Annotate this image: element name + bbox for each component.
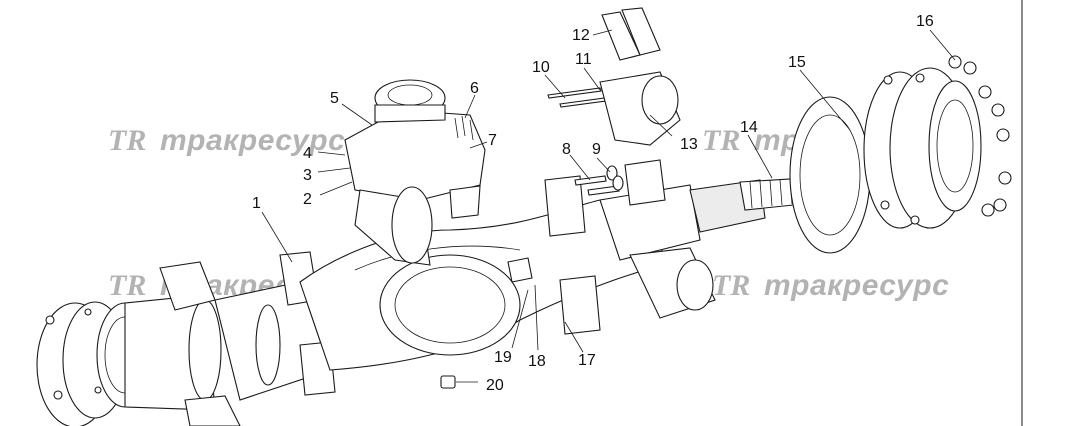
- brake-drum: [789, 96, 871, 254]
- callout-1: 1: [252, 195, 261, 212]
- callout-6: 6: [470, 80, 479, 97]
- callout-4: 4: [303, 145, 312, 162]
- callout-16: 16: [916, 13, 934, 30]
- left-wheel-hub: [36, 294, 222, 426]
- differential-carrier: [344, 79, 486, 266]
- callout-8: 8: [562, 141, 571, 158]
- callout-12: 12: [572, 27, 590, 44]
- watermark-bottom-right: TR тракресурс: [712, 269, 949, 302]
- valve-13: [599, 71, 681, 146]
- callout-2: 2: [303, 191, 312, 208]
- callout-10: 10: [532, 59, 550, 76]
- bolts-8: [574, 175, 620, 196]
- wheel-nuts: [948, 55, 1012, 217]
- watermark-logo: TR: [108, 124, 146, 157]
- axle-tube-left: [214, 251, 336, 401]
- callout-19: 19: [494, 349, 512, 366]
- right-wheel-hub: [863, 67, 982, 229]
- callout-15: 15: [788, 54, 806, 71]
- bracket-12: [601, 7, 661, 61]
- callout-7: 7: [488, 132, 497, 149]
- watermark-text: тракресурс: [160, 124, 345, 157]
- washer-9: [606, 165, 624, 191]
- right-brake-chamber: [629, 247, 716, 319]
- bolts-6: [454, 115, 474, 141]
- callout-11: 11: [575, 51, 592, 68]
- watermark-logo: TR: [712, 269, 750, 302]
- callout-13: 13: [680, 136, 698, 153]
- watermark-text: тракресурс: [764, 269, 949, 302]
- callout-18: 18: [528, 353, 546, 370]
- watermark-logo: TR: [108, 269, 146, 302]
- callout-14: 14: [740, 119, 758, 136]
- callout-9: 9: [592, 141, 601, 158]
- watermark-logo: TR: [702, 124, 740, 157]
- left-brake-chamber: [159, 261, 241, 426]
- watermark-top-left: TR тракресурс: [108, 124, 345, 157]
- callout-labels: 1 2 3 4 5 6 7 8 9 10 11 12 13 14 15 16 1…: [252, 13, 934, 394]
- callout-3: 3: [303, 167, 312, 184]
- leader-lines: [261, 29, 956, 383]
- callout-5: 5: [330, 90, 339, 107]
- plug-20: [440, 375, 456, 389]
- callout-17: 17: [578, 352, 596, 369]
- callout-20: 20: [486, 377, 504, 394]
